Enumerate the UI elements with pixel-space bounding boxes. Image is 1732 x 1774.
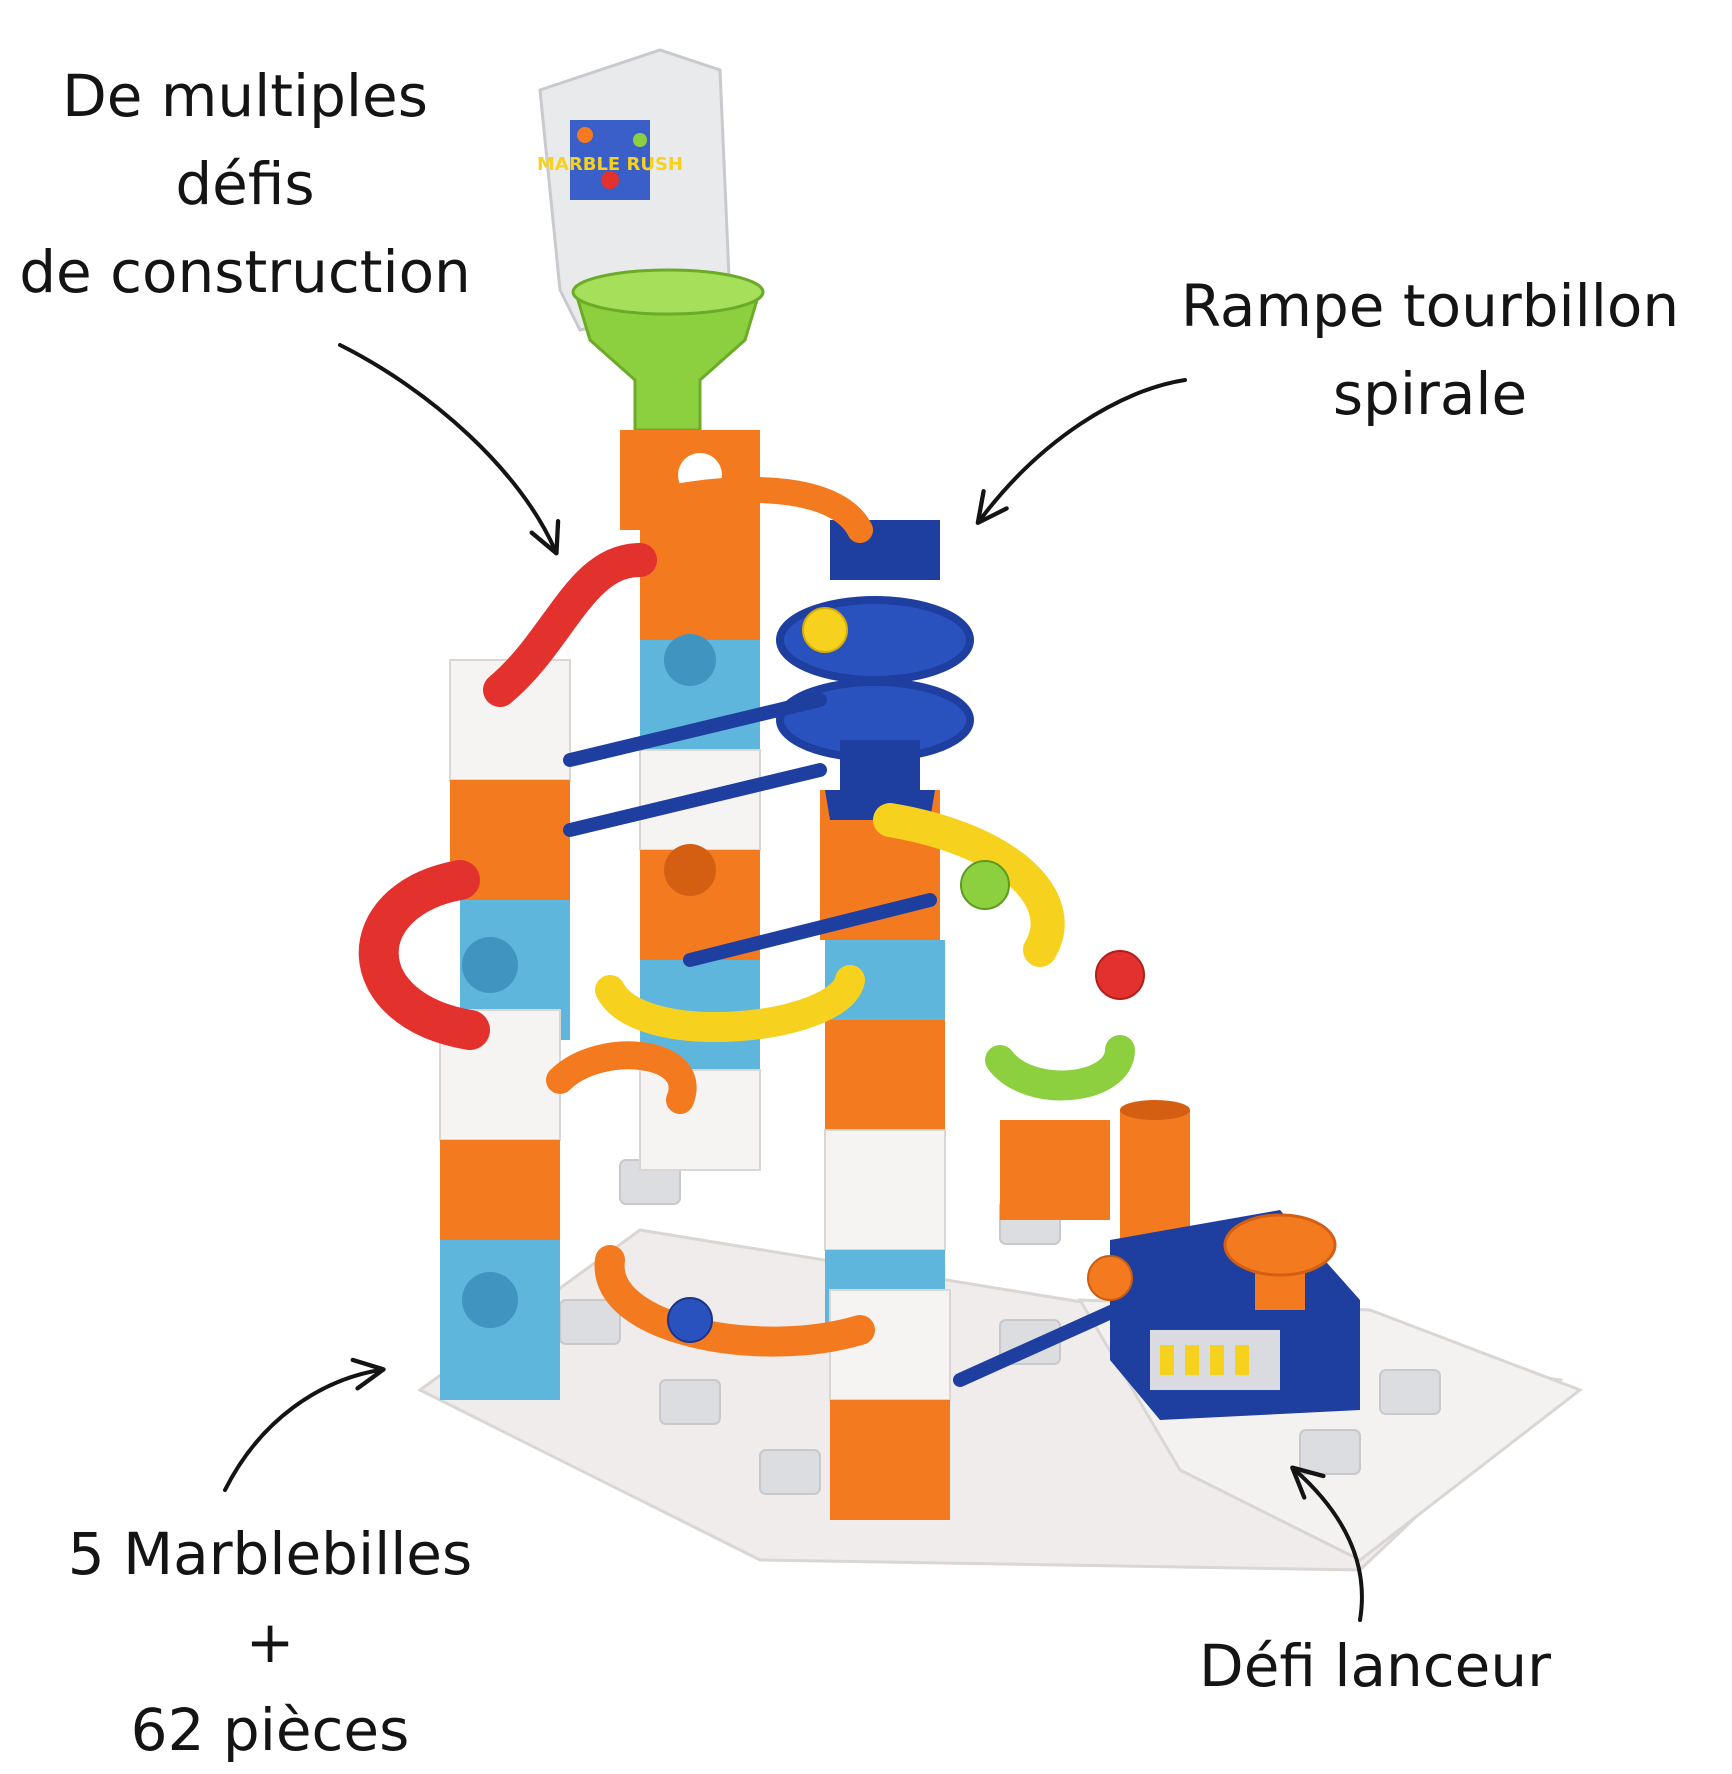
annotation-line: + — [245, 1608, 295, 1676]
arrow-top-left — [338, 343, 561, 556]
left-tower — [439, 659, 571, 1400]
annotation-line: Rampe tourbillon — [1180, 272, 1680, 340]
annotation-arrows — [223, 343, 1364, 1622]
annotation-line: 5 Marblebilles — [67, 1520, 473, 1588]
annotation-launcher-challenge: Défi lanceur — [1145, 1622, 1605, 1710]
central-tower — [620, 430, 761, 1171]
arrow-bottom-right — [1290, 1465, 1364, 1622]
annotation-building-challenges: De multiples défis de construction — [0, 52, 490, 316]
tracks — [358, 477, 1167, 1387]
shield-card: MARBLE RUSH — [537, 48, 732, 332]
marble-run-scene: MARBLE RUSH — [223, 48, 1584, 1622]
annotation-line: 62 pièces — [130, 1696, 410, 1764]
annotation-line: De multiples — [62, 62, 428, 130]
green-funnel — [571, 268, 765, 432]
annotation-spiral-ramp: Rampe tourbillon spirale — [1150, 262, 1710, 438]
marbles — [667, 860, 1145, 1343]
annotation-line: Défi lanceur — [1199, 1632, 1551, 1700]
logo-text: MARBLE RUSH — [537, 154, 683, 175]
launcher — [1110, 1210, 1360, 1420]
arrow-top-right — [975, 378, 1187, 526]
annotation-line: défis — [175, 150, 315, 218]
annotation-line: de construction — [19, 238, 471, 306]
annotation-marbles-pieces: 5 Marblebilles + 62 pièces — [0, 1510, 540, 1774]
right-tower — [820, 790, 946, 1350]
annotation-line: spirale — [1332, 360, 1528, 428]
spiral-ramp — [776, 520, 974, 820]
arrow-bottom-left — [223, 1357, 386, 1492]
